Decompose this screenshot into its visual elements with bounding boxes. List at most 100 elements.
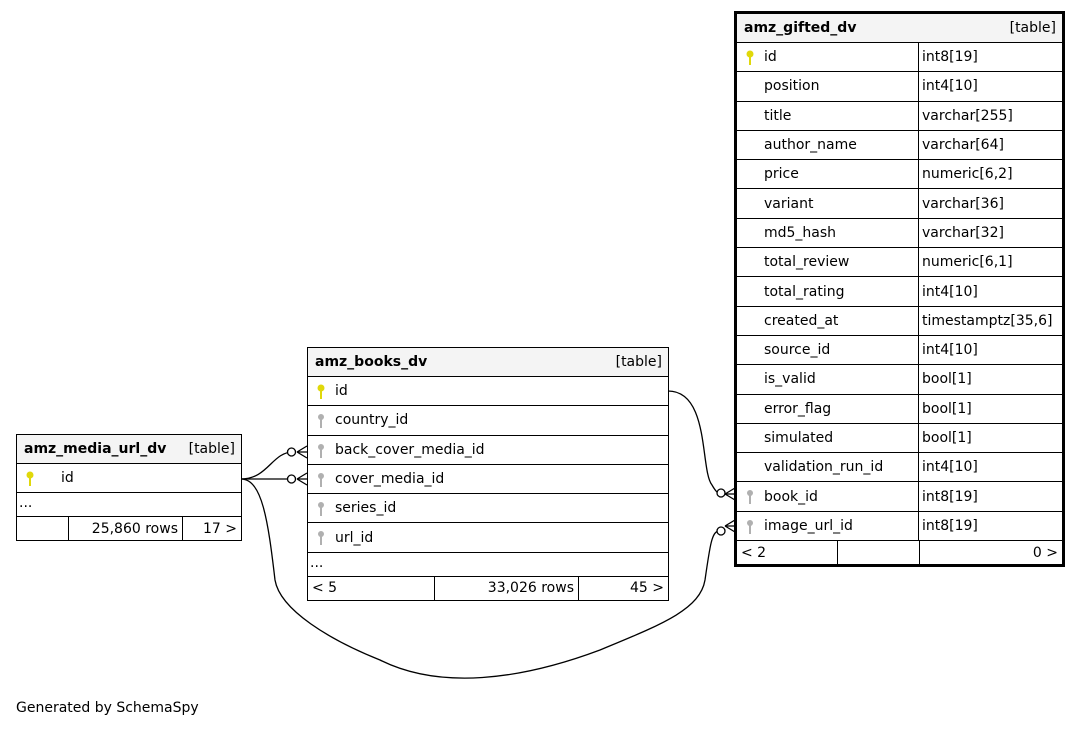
column-name: book_id: [764, 488, 818, 505]
table-type: [table]: [188, 441, 235, 457]
column-type: timestamptz[35,6]: [918, 306, 1062, 335]
column-name: image_url_id: [764, 517, 853, 534]
link-media-gifted: [240, 478, 720, 679]
key-icon: [747, 519, 753, 534]
row-count: 33,026 rows: [434, 576, 578, 600]
key-icon: [747, 490, 753, 505]
table-header: amz_books_dv [table]: [308, 348, 668, 377]
column-name: total_review: [764, 254, 850, 271]
column-row: image_url_id int8[19]: [737, 511, 1062, 542]
column-row: error_flag bool[1]: [737, 394, 1062, 424]
column-name: author_name: [764, 137, 857, 154]
table-type: [table]: [615, 354, 662, 370]
key-icon: [26, 471, 34, 486]
column-type: int8[19]: [918, 43, 1062, 72]
column-name: validation_run_id: [764, 459, 884, 476]
table-type: [table]: [1009, 20, 1056, 36]
column-name: source_id: [764, 342, 831, 359]
column-name: id: [335, 383, 348, 400]
children-link[interactable]: 0 >: [919, 541, 1062, 565]
table-footer: 25,860 rows 17 >: [17, 517, 241, 541]
children-link[interactable]: 45 >: [578, 576, 668, 600]
key-icon: [318, 531, 324, 546]
column-name: title: [764, 107, 792, 124]
column-row: cover_media_id: [308, 465, 668, 495]
row-count: 25,860 rows: [68, 517, 182, 541]
column-type: int4[10]: [918, 72, 1062, 101]
column-row: back_cover_media_id: [308, 436, 668, 465]
column-type: numeric[6,1]: [918, 248, 1062, 277]
column-type: int8[19]: [918, 482, 1062, 511]
column-type: varchar[32]: [918, 218, 1062, 248]
column-type: varchar[64]: [918, 130, 1062, 160]
column-type: bool[1]: [918, 365, 1062, 394]
table-amz-media-url-dv[interactable]: amz_media_url_dv [table] id ... 25,860 r…: [16, 434, 242, 542]
table-name: amz_books_dv: [315, 354, 428, 370]
column-row: is_valid bool[1]: [737, 365, 1062, 395]
key-icon: [318, 443, 324, 458]
column-name: id: [764, 49, 777, 66]
generated-by-text: Generated by SchemaSpy: [16, 700, 199, 716]
table-header: amz_media_url_dv [table]: [17, 435, 241, 464]
column-row: author_name varchar[64]: [737, 130, 1062, 161]
table-name: amz_media_url_dv: [24, 441, 167, 457]
column-name: url_id: [335, 529, 374, 546]
table-amz-books-dv[interactable]: amz_books_dv [table] id country_id back_…: [307, 347, 669, 601]
column-name: is_valid: [764, 371, 816, 388]
parents-link[interactable]: < 2: [741, 544, 767, 561]
key-icon: [317, 384, 325, 399]
column-name: created_at: [764, 312, 839, 329]
children-link[interactable]: 17 >: [182, 517, 241, 541]
column-row: id: [308, 377, 668, 407]
column-row: series_id: [308, 494, 668, 524]
table-header: amz_gifted_dv [table]: [737, 14, 1062, 43]
column-name: id: [61, 470, 74, 487]
column-type: bool[1]: [918, 423, 1062, 453]
key-icon: [318, 414, 324, 429]
link-books-gifted: [667, 390, 720, 494]
table-footer: < 2 0 >: [737, 541, 1062, 565]
column-name: simulated: [764, 430, 834, 446]
column-type: int4[10]: [918, 277, 1062, 306]
column-row: variant varchar[36]: [737, 189, 1062, 219]
key-icon: [318, 472, 324, 487]
column-name: cover_media_id: [335, 471, 445, 488]
table-footer: < 5 33,026 rows 45 >: [308, 576, 668, 600]
footer-mid: [837, 541, 919, 565]
table-name: amz_gifted_dv: [744, 20, 857, 36]
column-name: back_cover_media_id: [335, 441, 485, 458]
column-name: error_flag: [764, 400, 832, 417]
more-columns: ...: [17, 493, 241, 518]
column-type: varchar[36]: [918, 189, 1062, 218]
column-row: id int8[19]: [737, 43, 1062, 73]
key-icon: [746, 50, 754, 65]
column-row: book_id int8[19]: [737, 482, 1062, 512]
column-row: country_id: [308, 406, 668, 436]
more-columns: ...: [308, 553, 668, 577]
column-type: varchar[255]: [918, 101, 1062, 130]
column-name: md5_hash: [764, 224, 837, 241]
link-media-back-cover: [240, 451, 294, 480]
column-row: md5_hash varchar[32]: [737, 218, 1062, 249]
column-name: country_id: [335, 412, 409, 429]
column-name: series_id: [335, 500, 397, 517]
footer-left: [17, 517, 68, 540]
column-type: int8[19]: [918, 511, 1062, 541]
column-row: id: [17, 464, 241, 494]
column-name: variant: [764, 195, 814, 212]
column-row: url_id: [308, 523, 668, 553]
column-type: numeric[6,2]: [918, 160, 1062, 189]
column-row: total_review numeric[6,1]: [737, 248, 1062, 278]
column-type: bool[1]: [918, 394, 1062, 423]
column-row: title varchar[255]: [737, 101, 1062, 131]
key-icon: [318, 502, 324, 517]
parents-link[interactable]: < 5: [312, 580, 338, 597]
column-row: created_at timestamptz[35,6]: [737, 306, 1062, 336]
